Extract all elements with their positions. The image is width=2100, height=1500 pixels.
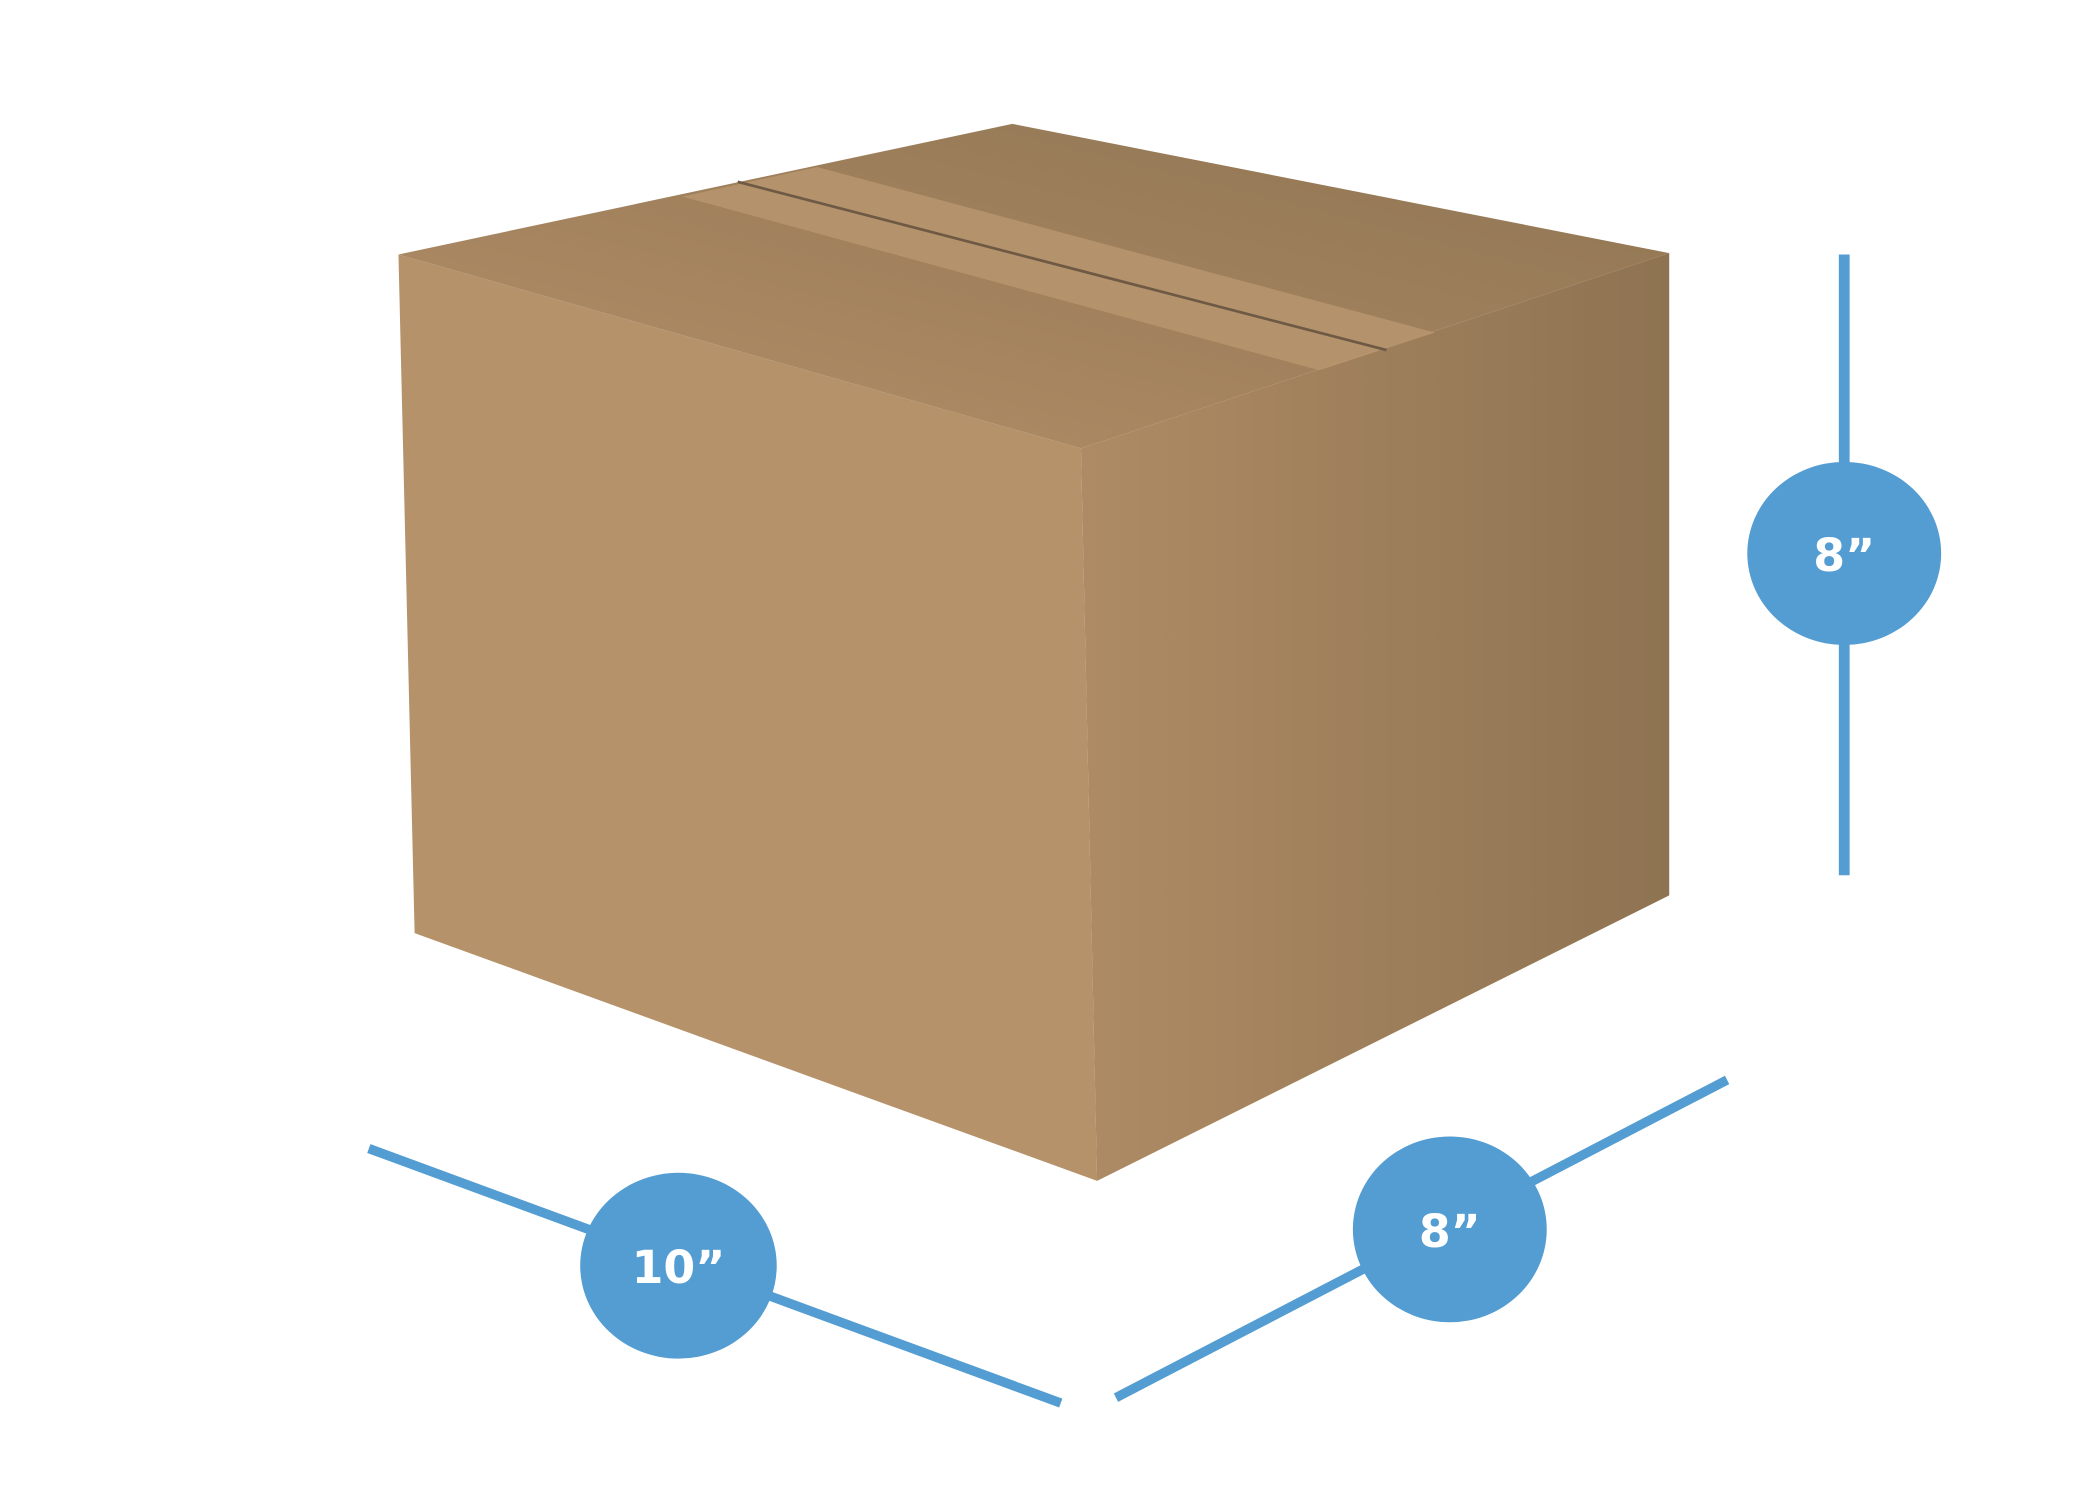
height-badge [1747, 461, 1942, 645]
packing-tape [682, 166, 1435, 371]
width-dimension: 8” [1113, 1075, 1730, 1402]
box-front-face [398, 254, 1098, 1181]
width-badge [1352, 1136, 1547, 1323]
height-dimension: 8” [1747, 254, 1942, 876]
width-label: 8” [1419, 1205, 1481, 1258]
tape-seam [737, 180, 1387, 352]
length-badge [580, 1172, 777, 1359]
length-dimension: 10” [367, 1144, 1063, 1408]
length-label: 10” [632, 1241, 726, 1294]
height-label: 8” [1813, 529, 1875, 582]
cardboard-box [398, 123, 1670, 1181]
box-side-face [1080, 253, 1670, 1181]
